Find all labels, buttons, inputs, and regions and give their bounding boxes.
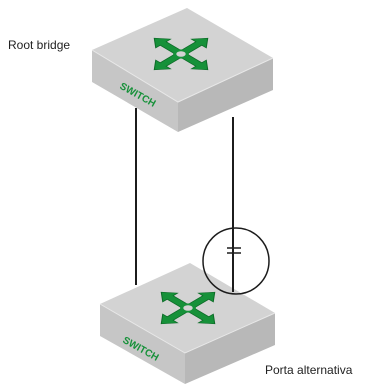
switch-icon-bottom: SWITCH: [99, 263, 276, 384]
alternate-port-label: Porta alternativa: [265, 363, 353, 377]
switch-icon-top: SWITCH: [91, 8, 274, 132]
root-bridge-label: Root bridge: [8, 38, 71, 52]
blocked-port-icon: [202, 227, 270, 295]
